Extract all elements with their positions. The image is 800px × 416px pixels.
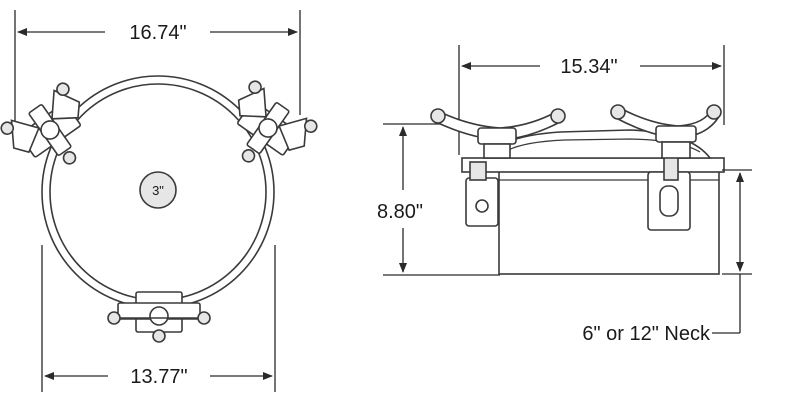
left-clamp-handle (0, 82, 81, 165)
side-height-dimension: 8.80" (377, 123, 500, 276)
top-width-dimension: 16.74" (14, 10, 301, 128)
side-view: 15.34" 8.80" (377, 45, 752, 345)
right-t-handle (610, 104, 722, 159)
top-view: 16.74" 3" (0, 10, 318, 392)
center-hole-label: 3" (152, 183, 164, 198)
left-t-handle (430, 108, 566, 159)
side-width-dimension: 15.34" (458, 45, 725, 155)
bottom-clamp-handle (107, 291, 211, 343)
top-width-label: 16.74" (129, 22, 186, 44)
neck-dimension: 6" or 12" Neck (582, 169, 752, 345)
side-width-label: 15.34" (560, 56, 617, 78)
left-hinge-tab (465, 161, 499, 227)
bottom-width-label: 13.77" (130, 366, 187, 388)
side-height-label: 8.80" (377, 201, 423, 223)
bottom-width-dimension: 13.77" (41, 245, 276, 392)
right-clamp-handle (237, 80, 318, 163)
neck-label: 6" or 12" Neck (582, 323, 711, 345)
center-hole: 3" (139, 171, 177, 209)
